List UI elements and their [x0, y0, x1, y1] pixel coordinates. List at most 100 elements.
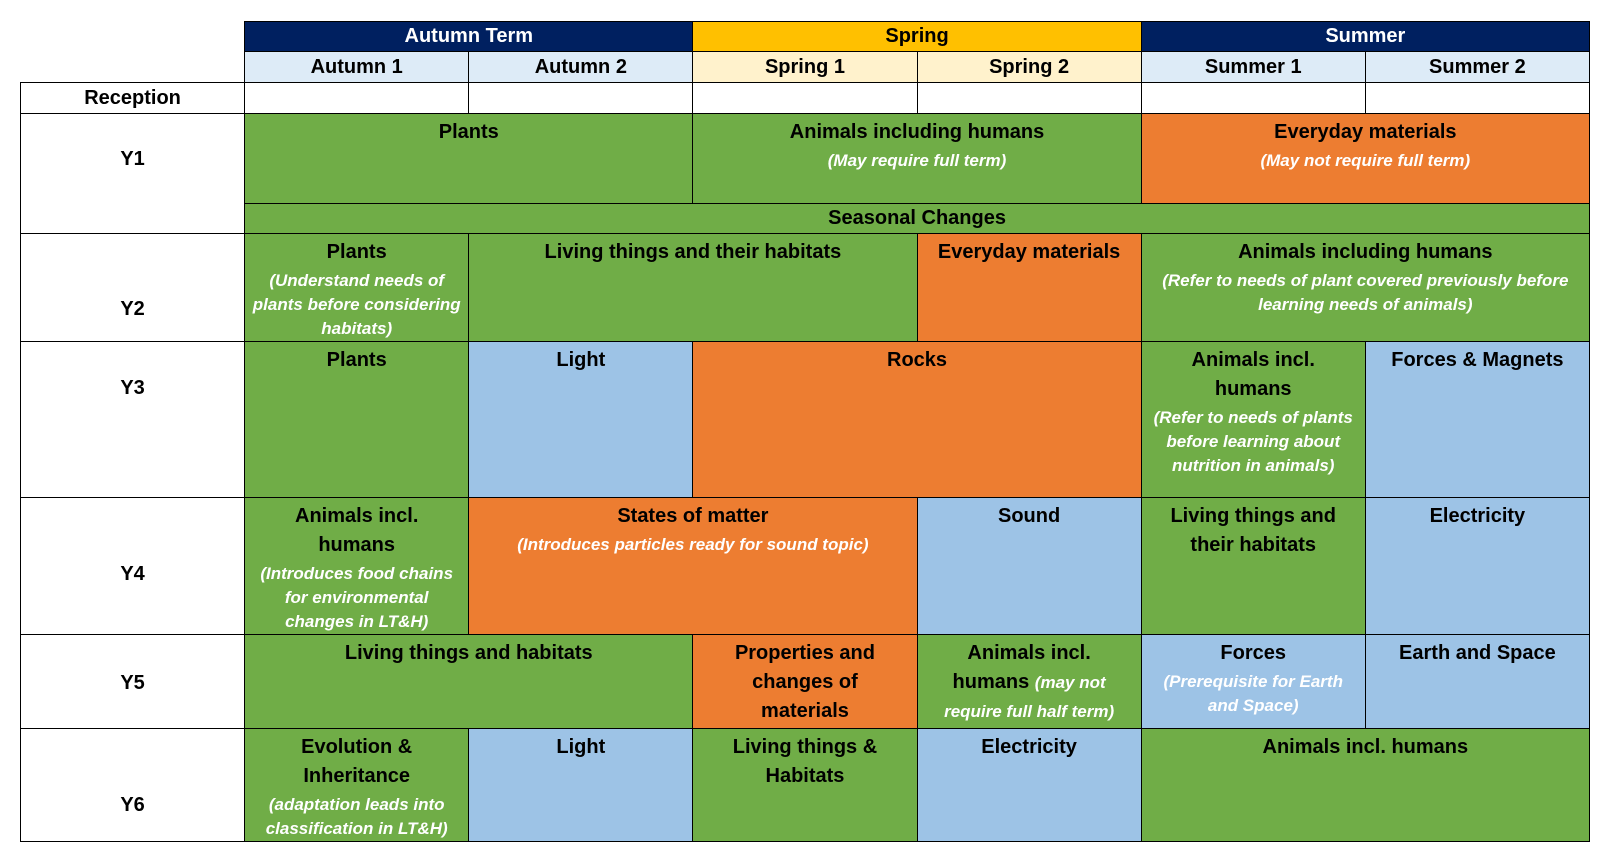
- topic-note: (Introduces food chains for environmenta…: [260, 564, 454, 631]
- y3-rocks-cell: Rocks: [692, 341, 1142, 498]
- y4-animals-cell: Animals incl. humans (Introduces food ch…: [244, 497, 470, 635]
- y4-electricity-cell: Electricity: [1364, 497, 1591, 635]
- term-header-summer: Summer: [1140, 21, 1591, 52]
- topic-title: Living things and habitats: [344, 642, 593, 664]
- year-text: Y2: [120, 298, 145, 320]
- topic-title: Living things and their habitats: [544, 241, 842, 263]
- topic-title: Sound: [997, 505, 1061, 527]
- topic-title: Living things & Habitats: [732, 736, 878, 787]
- term-header-autumn: Autumn Term: [244, 21, 694, 52]
- topic-title: Animals including humans: [789, 121, 1045, 143]
- topic-title: Rocks: [887, 349, 948, 371]
- half-header-summer-2: Summer 2: [1364, 51, 1591, 83]
- y3-plants-cell: Plants: [244, 341, 470, 498]
- topic-title: Plants: [326, 241, 387, 263]
- half-header-autumn-2: Autumn 2: [468, 51, 694, 83]
- corner-blank-2: [20, 51, 245, 83]
- topic-note: (May not require full term): [1260, 151, 1471, 170]
- year-label-y1: Y1: [19, 113, 246, 234]
- topic-note: (Introduces particles ready for sound to…: [517, 535, 869, 554]
- topic-title: Living things and their habitats: [1170, 505, 1336, 556]
- y5-properties-cell: Properties and changes of materials: [692, 634, 918, 729]
- y1-animals-cell: Animals including humans (May require fu…: [692, 113, 1142, 204]
- y1-materials-cell: Everyday materials (May not require full…: [1140, 113, 1591, 204]
- y6-electricity-cell: Electricity: [916, 728, 1142, 842]
- y3-animals-cell: Animals incl. humans (Refer to needs of …: [1140, 341, 1366, 498]
- y5-animals-cell: Animals incl. humans (may not require fu…: [916, 634, 1142, 729]
- year-label-y2: Y2: [19, 233, 246, 342]
- topic-title: Forces & Magnets: [1391, 349, 1564, 371]
- year-label-y3: Y3: [19, 341, 246, 498]
- y2-materials-cell: Everyday materials: [916, 233, 1142, 342]
- y6-evolution-cell: Evolution & Inheritance (adaptation lead…: [244, 728, 470, 842]
- reception-cell: [468, 82, 694, 114]
- year-label-y5: Y5: [19, 634, 246, 729]
- year-text: Y6: [120, 793, 145, 816]
- half-header-spring-1: Spring 1: [692, 51, 918, 83]
- term-header-row: Autumn Term Spring Summer: [20, 21, 1591, 52]
- y5-forces-cell: Forces (Prerequisite for Earth and Space…: [1140, 634, 1366, 729]
- topic-note: (Understand needs of plants before consi…: [252, 271, 461, 338]
- topic-title: Electricity: [981, 736, 1077, 758]
- reception-cell: [1364, 82, 1591, 114]
- y2-animals-cell: Animals including humans (Refer to needs…: [1140, 233, 1591, 342]
- year-label-y6: Y6: [19, 728, 246, 842]
- y3-forces-cell: Forces & Magnets: [1364, 341, 1591, 498]
- row-y5: Y5 Living things and habitats Properties…: [19, 634, 1591, 729]
- y2-plants-cell: Plants (Understand needs of plants befor…: [244, 233, 470, 342]
- reception-cell: [692, 82, 918, 114]
- y1-plants-cell: Plants: [244, 113, 694, 204]
- topic-title: Everyday materials: [937, 241, 1121, 263]
- topic-title: Animals incl. humans: [1262, 736, 1469, 758]
- row-y3: Y3 Plants Light Rocks Animals incl. huma…: [19, 341, 1591, 498]
- year-text: Y4: [120, 562, 145, 585]
- half-header-autumn-1: Autumn 1: [244, 51, 470, 83]
- year-text: Y3: [120, 377, 145, 399]
- reception-cell: [916, 82, 1142, 114]
- topic-title: Seasonal Changes: [828, 207, 1006, 229]
- topic-title: Light: [556, 349, 606, 371]
- topic-note: (Refer to needs of plant covered previou…: [1162, 271, 1569, 314]
- curriculum-table: Autumn Term Spring Summer Autumn 1 Autum…: [19, 21, 1591, 842]
- topic-title: Animals incl. humans: [952, 642, 1091, 693]
- year-label-y4: Y4: [19, 497, 246, 635]
- topic-title: Everyday materials: [1274, 121, 1457, 143]
- half-header-spring-2: Spring 2: [916, 51, 1142, 83]
- half-header-summer-1: Summer 1: [1140, 51, 1366, 83]
- topic-title: Animals including humans: [1238, 241, 1493, 263]
- y5-earth-cell: Earth and Space: [1364, 634, 1591, 729]
- y4-states-cell: States of matter (Introduces particles r…: [468, 497, 918, 635]
- topic-note: (may not require full half term): [944, 673, 1115, 721]
- topic-note: (adaptation leads into classification in…: [265, 795, 448, 838]
- topic-title: Evolution & Inheritance: [301, 736, 413, 787]
- topic-title: Animals incl. humans: [1191, 349, 1315, 400]
- reception-cell: [1140, 82, 1366, 114]
- topic-note: (Refer to needs of plants before learnin…: [1153, 408, 1353, 475]
- y6-living-cell: Living things & Habitats: [692, 728, 918, 842]
- term-header-spring: Spring: [692, 21, 1142, 52]
- y6-light-cell: Light: [468, 728, 694, 842]
- topic-title: Properties and changes of materials: [734, 642, 875, 722]
- topic-title: Forces: [1220, 642, 1287, 664]
- row-y6: Y6 Evolution & Inheritance (adaptation l…: [19, 728, 1591, 842]
- y6-animals-cell: Animals incl. humans: [1140, 728, 1591, 842]
- row-y2: Y2 Plants (Understand needs of plants be…: [19, 233, 1591, 342]
- y4-sound-cell: Sound: [916, 497, 1142, 635]
- row-y4: Y4 Animals incl. humans (Introduces food…: [19, 497, 1591, 635]
- y1-seasonal-cell: Seasonal Changes: [244, 203, 1590, 234]
- year-text: Y1: [120, 148, 145, 170]
- y2-living-cell: Living things and their habitats: [468, 233, 918, 342]
- y5-living-cell: Living things and habitats: [244, 634, 694, 729]
- topic-note: (Prerequisite for Earth and Space): [1163, 672, 1343, 715]
- corner-blank: [20, 21, 245, 52]
- year-label-reception: Reception: [19, 82, 246, 114]
- reception-cell: [244, 82, 470, 114]
- y4-living-cell: Living things and their habitats: [1140, 497, 1366, 635]
- topic-title: Plants: [326, 349, 387, 371]
- topic-title: Light: [556, 736, 606, 758]
- topic-title: Animals incl. humans: [295, 505, 419, 556]
- topic-title: States of matter: [617, 505, 769, 527]
- row-reception: Reception: [19, 82, 1591, 114]
- topic-title: Electricity: [1429, 505, 1526, 527]
- row-y1: Y1 Plants Animals including humans (May …: [19, 113, 1591, 234]
